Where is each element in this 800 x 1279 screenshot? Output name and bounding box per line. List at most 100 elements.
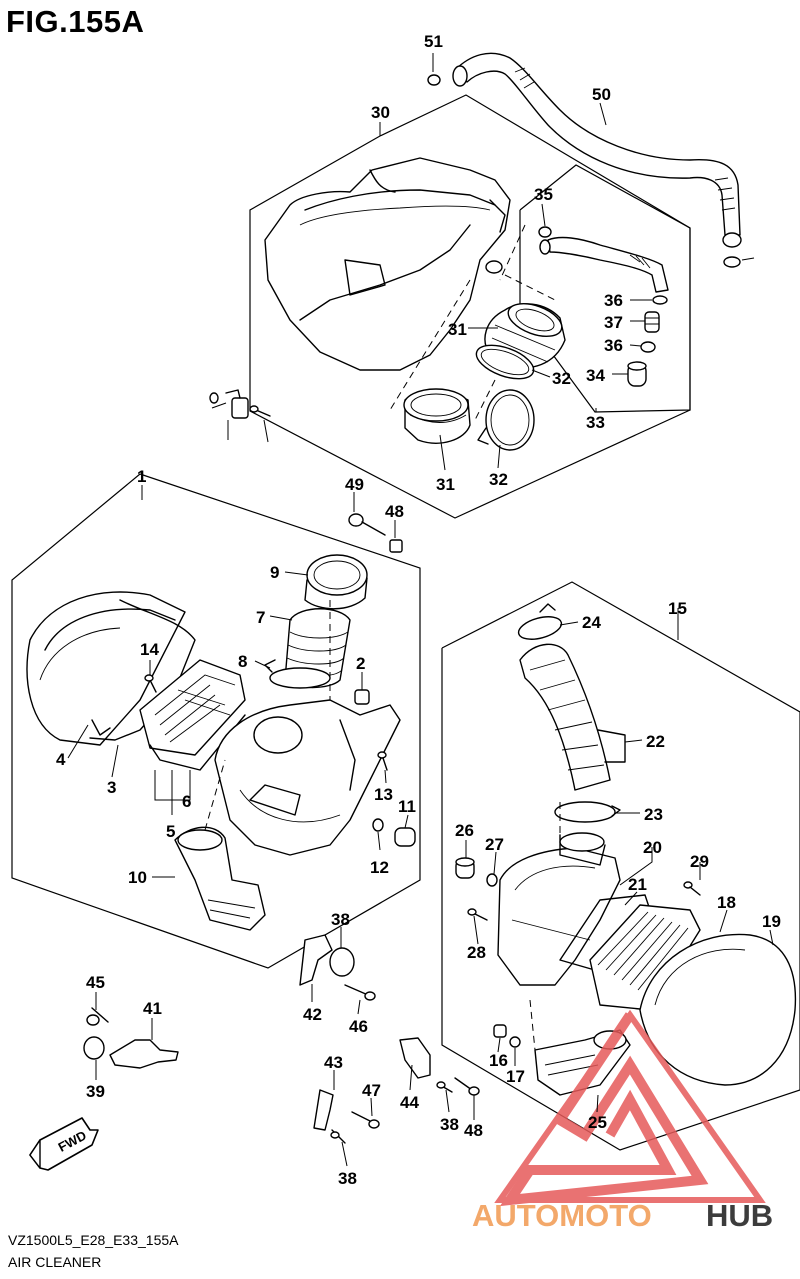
screw-14 <box>144 674 157 693</box>
part-callout-35: 34 <box>586 366 605 385</box>
part-callout-19: 19 <box>762 912 781 931</box>
part-callout-45: 48 <box>385 502 404 521</box>
case-plate-20 <box>497 832 621 986</box>
part-callout-4: 4 <box>56 750 66 769</box>
part-callout-44: 47 <box>362 1081 381 1100</box>
part-callout-14: 14 <box>140 640 159 659</box>
bolt-44-left <box>86 1007 109 1026</box>
screw-13 <box>377 751 388 771</box>
part-callout-46: 49 <box>345 475 364 494</box>
part-callout-36: 35 <box>534 185 553 204</box>
intake-boot-lower <box>403 388 471 444</box>
assembly-15-dashed-guides <box>529 800 561 1051</box>
part-callout-30: 30 <box>371 103 390 122</box>
bolt-38-left <box>330 1129 346 1144</box>
part-callout-12: 12 <box>370 858 389 877</box>
duct-10 <box>174 826 266 931</box>
cover-4 <box>26 591 186 746</box>
part-callout-27: 27 <box>485 835 504 854</box>
part-callout-39: 39 <box>86 1082 105 1101</box>
drain-hose <box>539 236 669 293</box>
part-callout-44: 48 <box>464 1121 483 1140</box>
bolt-44-upper <box>344 984 376 1001</box>
grommet-2 <box>354 689 370 705</box>
part-callout-1: 1 <box>137 467 146 486</box>
part-callout-8: 8 <box>238 652 247 671</box>
part-callout-42: 43 <box>324 1053 343 1072</box>
part-callout-3: 3 <box>107 778 116 797</box>
funnel-9 <box>304 554 368 610</box>
part-callout-13: 13 <box>374 785 393 804</box>
part-callout-22: 22 <box>646 732 665 751</box>
bolt-44-mid <box>351 1111 380 1129</box>
watermark-logo <box>494 1009 766 1207</box>
part-callout-11: 11 <box>398 797 416 816</box>
part-callout-36: 36 <box>604 291 623 310</box>
clamp-23 <box>554 801 621 823</box>
breather-hose <box>452 52 742 248</box>
figure-model-code: VZ1500L5_E28_E33_155A <box>8 1232 179 1248</box>
bracket-40 <box>109 1039 179 1069</box>
part-callout-38: 38 <box>338 1169 357 1188</box>
part-callout-40: 41 <box>143 999 162 1018</box>
part-callout-20: 20 <box>643 838 662 857</box>
screw-29 <box>683 881 701 896</box>
boot-clamp-33 <box>475 344 535 380</box>
assembly-1-dashed-guides <box>204 600 331 831</box>
nut-16 <box>493 1024 507 1038</box>
hose-clamp-upper <box>427 74 441 86</box>
clip-27 <box>486 873 498 887</box>
part-callout-7: 7 <box>256 608 265 627</box>
bolt-38-right <box>436 1081 453 1093</box>
part-callouts: 51 50 30 35 36 37 36 34 33 31 32 31 32 1… <box>56 32 781 1188</box>
drain-joint <box>644 311 660 333</box>
part-callout-21: 21 <box>628 875 647 894</box>
part-callout-36: 36 <box>604 336 623 355</box>
part-callout-44: 46 <box>349 1017 368 1036</box>
bracket-41 <box>299 934 333 986</box>
filter-element-5 <box>139 659 246 756</box>
figure-caption: AIR CLEANER <box>8 1254 102 1270</box>
clip-12 <box>372 818 384 832</box>
clamp-24 <box>517 603 563 640</box>
air-cleaner-case-upper <box>264 157 511 371</box>
screw-46 <box>348 513 386 536</box>
part-callout-39: 38 <box>331 910 350 929</box>
part-callout-31: 31 <box>436 475 455 494</box>
part-callout-25: 25 <box>588 1113 607 1132</box>
part-callout-41: 42 <box>303 1005 322 1024</box>
watermark-brand-part2: HUB <box>706 1198 773 1233</box>
part-callout-38: 38 <box>440 1115 459 1134</box>
clamp-36-top <box>538 226 552 238</box>
assembly-15-outline <box>441 581 800 1151</box>
clamp-36-mid <box>652 295 668 305</box>
intake-tube-22 <box>519 643 626 791</box>
boot-clamp-32 <box>477 389 535 451</box>
part-callout-26: 26 <box>455 821 474 840</box>
nut-45 <box>389 539 403 553</box>
part-callout-28: 28 <box>467 943 486 962</box>
assembly-30-outline <box>249 94 691 519</box>
part-callout-24: 24 <box>582 613 601 632</box>
drain-cap-11 <box>394 827 416 847</box>
part-callout-16: 16 <box>489 1051 508 1070</box>
part-callout-18: 18 <box>717 893 736 912</box>
fwd-arrow: FWD <box>29 1117 99 1171</box>
part-callout-15: 15 <box>668 599 687 618</box>
o-ring-50 <box>209 392 219 404</box>
part-callout-33: 32 <box>552 369 571 388</box>
part-callout-43: 44 <box>400 1093 419 1112</box>
bracket-43 <box>399 1037 431 1079</box>
part-callout-10: 10 <box>128 868 147 887</box>
sensor-49 <box>225 389 249 419</box>
part-callout-47: 50 <box>592 85 611 104</box>
part-callout-32: 32 <box>489 470 508 489</box>
hose-clamp-lower <box>723 256 741 268</box>
clamp-36-low <box>640 341 656 353</box>
part-callout-17: 17 <box>506 1067 525 1086</box>
leader-lines <box>67 53 774 1167</box>
cushion-39-lower <box>83 1036 105 1060</box>
part-callout-34: 33 <box>586 413 605 432</box>
air-cleaner-case-lower <box>214 699 401 856</box>
